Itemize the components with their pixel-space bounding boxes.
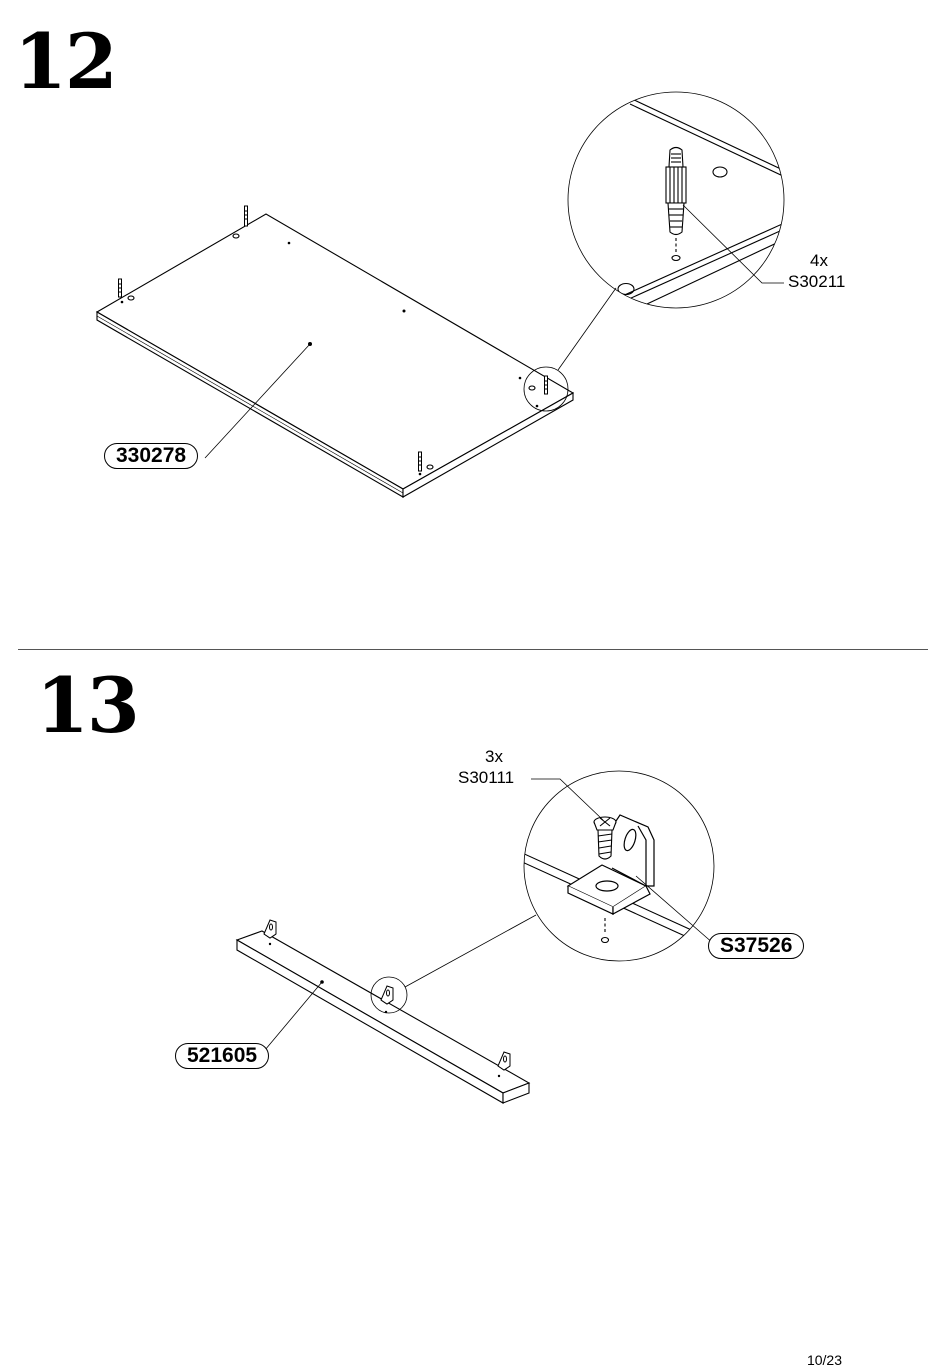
rail-front-edge (237, 940, 503, 1103)
part-label-S37526: S37526 (708, 933, 804, 959)
small-brackets (264, 920, 510, 1070)
page-number: 10/23 (807, 1352, 842, 1368)
screw-part-code: S30111 (458, 767, 514, 788)
screw-quantity: 3x (458, 746, 514, 767)
screw-qty-label: 3x S30111 (458, 746, 514, 788)
part-label-521605: 521605 (175, 1043, 269, 1069)
